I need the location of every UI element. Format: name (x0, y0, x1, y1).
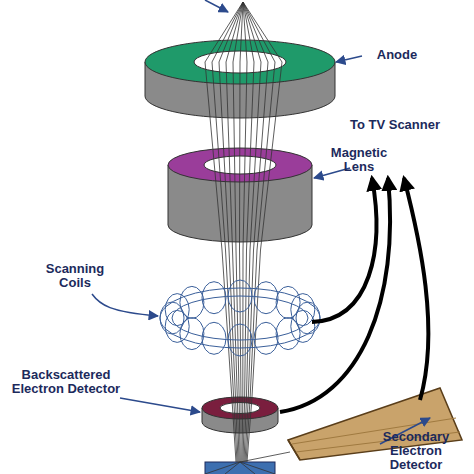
part-label: Backscattered Electron Detector (6, 368, 126, 396)
part-label: Magnetic Lens (328, 146, 390, 174)
electron-beam (205, 2, 290, 474)
backscattered-detector (202, 397, 278, 433)
part-label: Secondary Electron Detector (366, 430, 466, 472)
specimen (205, 462, 275, 474)
scanning-coils (160, 280, 320, 356)
part-label: Anode (362, 48, 432, 62)
part-label: Scanning Coils (30, 262, 120, 290)
signal-arrows (280, 178, 428, 412)
part-label: To TV Scanner (340, 118, 450, 132)
leader-arrows (92, 0, 430, 444)
